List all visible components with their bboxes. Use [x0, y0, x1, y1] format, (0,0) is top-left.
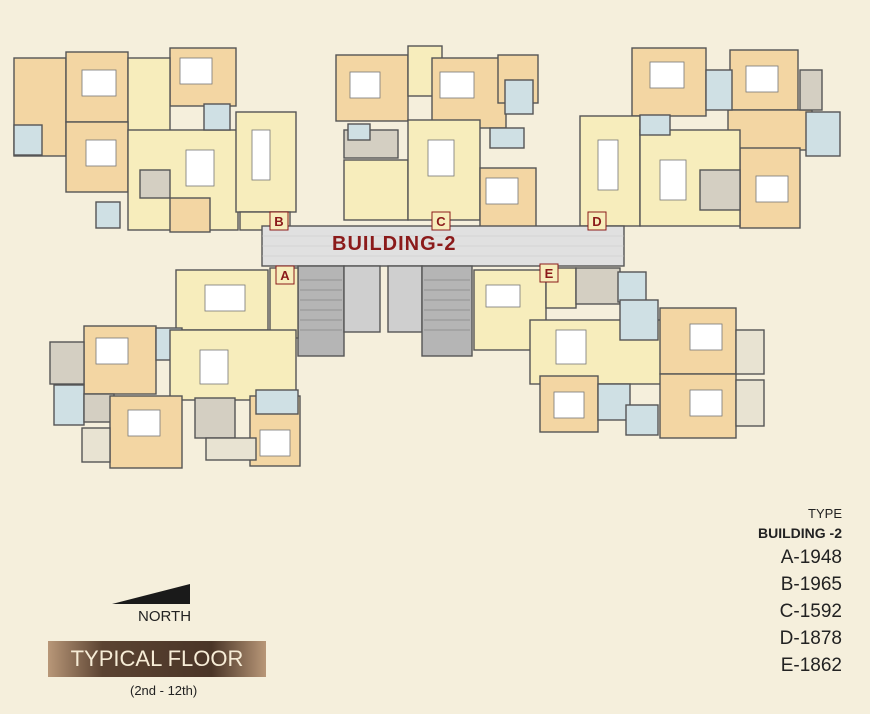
north-label: NORTH [138, 608, 192, 625]
type-heading: TYPE [808, 506, 842, 521]
type-panel: TYPE BUILDING -2 A-1948 B-1965 C-1592 D-… [730, 506, 842, 682]
unit-marker-d: D [592, 214, 601, 229]
unit-marker-e: E [545, 266, 554, 281]
unit-size-c: C-1592 [779, 601, 842, 622]
unit-marker-c: C [436, 214, 446, 229]
north-arrow-icon [112, 584, 190, 604]
unit-marker-b: B [274, 214, 283, 229]
floor-title-banner: TYPICAL FLOOR [48, 641, 266, 677]
building-title: BUILDING-2 [332, 233, 457, 255]
unit-size-e: E-1862 [780, 655, 842, 676]
floor-range: (2nd - 12th) [130, 683, 198, 698]
type-building: BUILDING -2 [758, 525, 842, 541]
unit-size-a: A-1948 [780, 547, 842, 568]
unit-size-b: B-1965 [780, 574, 842, 595]
unit-marker-a: A [280, 268, 290, 283]
unit-size-d: D-1878 [779, 628, 842, 649]
